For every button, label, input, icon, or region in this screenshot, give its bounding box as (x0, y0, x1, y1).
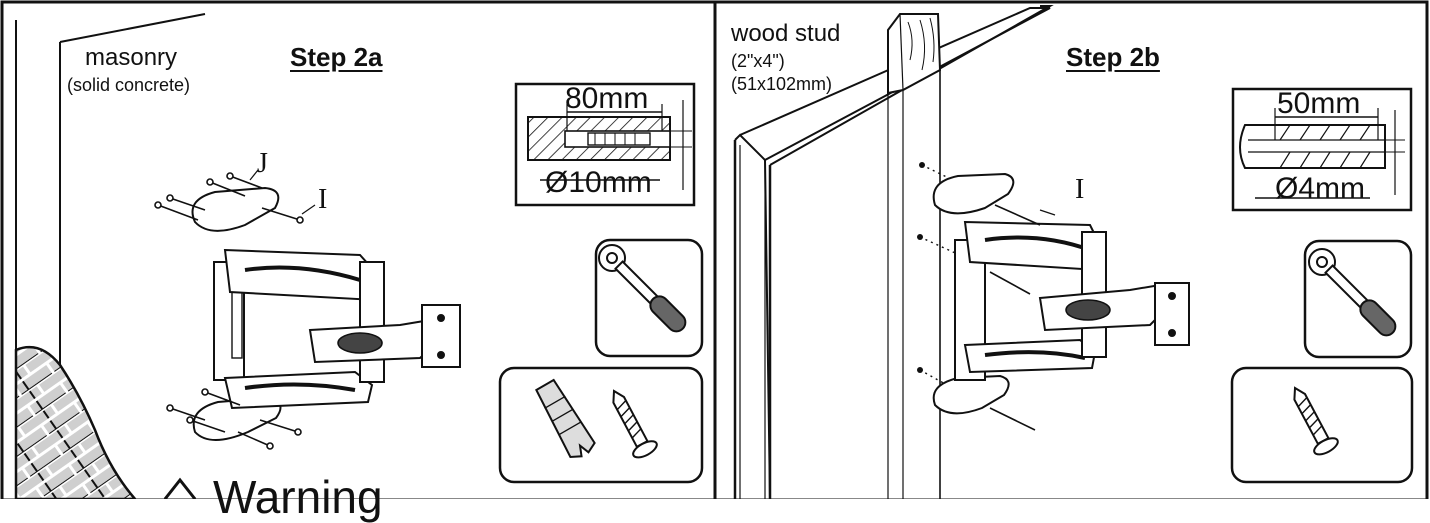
step-2a-title: Step 2a (290, 42, 383, 72)
wall-anchor-profile (587, 132, 651, 146)
warning-triangle-icon (163, 477, 197, 499)
step-2b-title: Step 2b (1066, 42, 1160, 72)
callout-j: J (257, 148, 268, 179)
wood-stud-wall (733, 4, 1054, 499)
wood-stud-size-metric: (51x102mm) (731, 74, 833, 94)
ratchet-wrench-icon (598, 244, 687, 333)
masonry-note: (solid concrete) (67, 75, 191, 95)
drill-diameter-a: Ø10mm (545, 166, 652, 199)
warning-heading: Warning (213, 471, 383, 523)
wood-stud-size-imperial: (2"x4") (731, 51, 785, 71)
panel-frames (0, 0, 1429, 499)
line-art (0, 0, 1429, 499)
masonry-label: masonry (85, 44, 178, 71)
drill-diameter-b: Ø4mm (1275, 172, 1365, 205)
ratchet-wrench-icon (1308, 248, 1397, 337)
anchor-screw-box-a (498, 366, 704, 484)
masonry-wall (14, 13, 206, 499)
drill-depth-diagram-a (514, 82, 696, 207)
lag-screw-icon (612, 389, 658, 459)
lag-screw-icon (1293, 386, 1339, 456)
drill-depth-diagram-b (1231, 87, 1413, 212)
wood-stud-label: wood stud (731, 20, 841, 47)
callout-i-a: I (318, 184, 328, 215)
ratchet-box-b (1303, 239, 1413, 359)
drill-depth-a: 80mm (565, 82, 649, 115)
brick-corner (14, 345, 137, 499)
ratchet-box-a (594, 238, 704, 358)
drill-depth-b: 50mm (1277, 87, 1361, 120)
tv-mount-illustration-b (917, 162, 1190, 431)
screw-box-b (1230, 366, 1414, 484)
wall-anchor-icon (535, 378, 596, 458)
callout-i-b: I (1075, 174, 1085, 205)
tv-mount-illustration-a (154, 169, 461, 450)
